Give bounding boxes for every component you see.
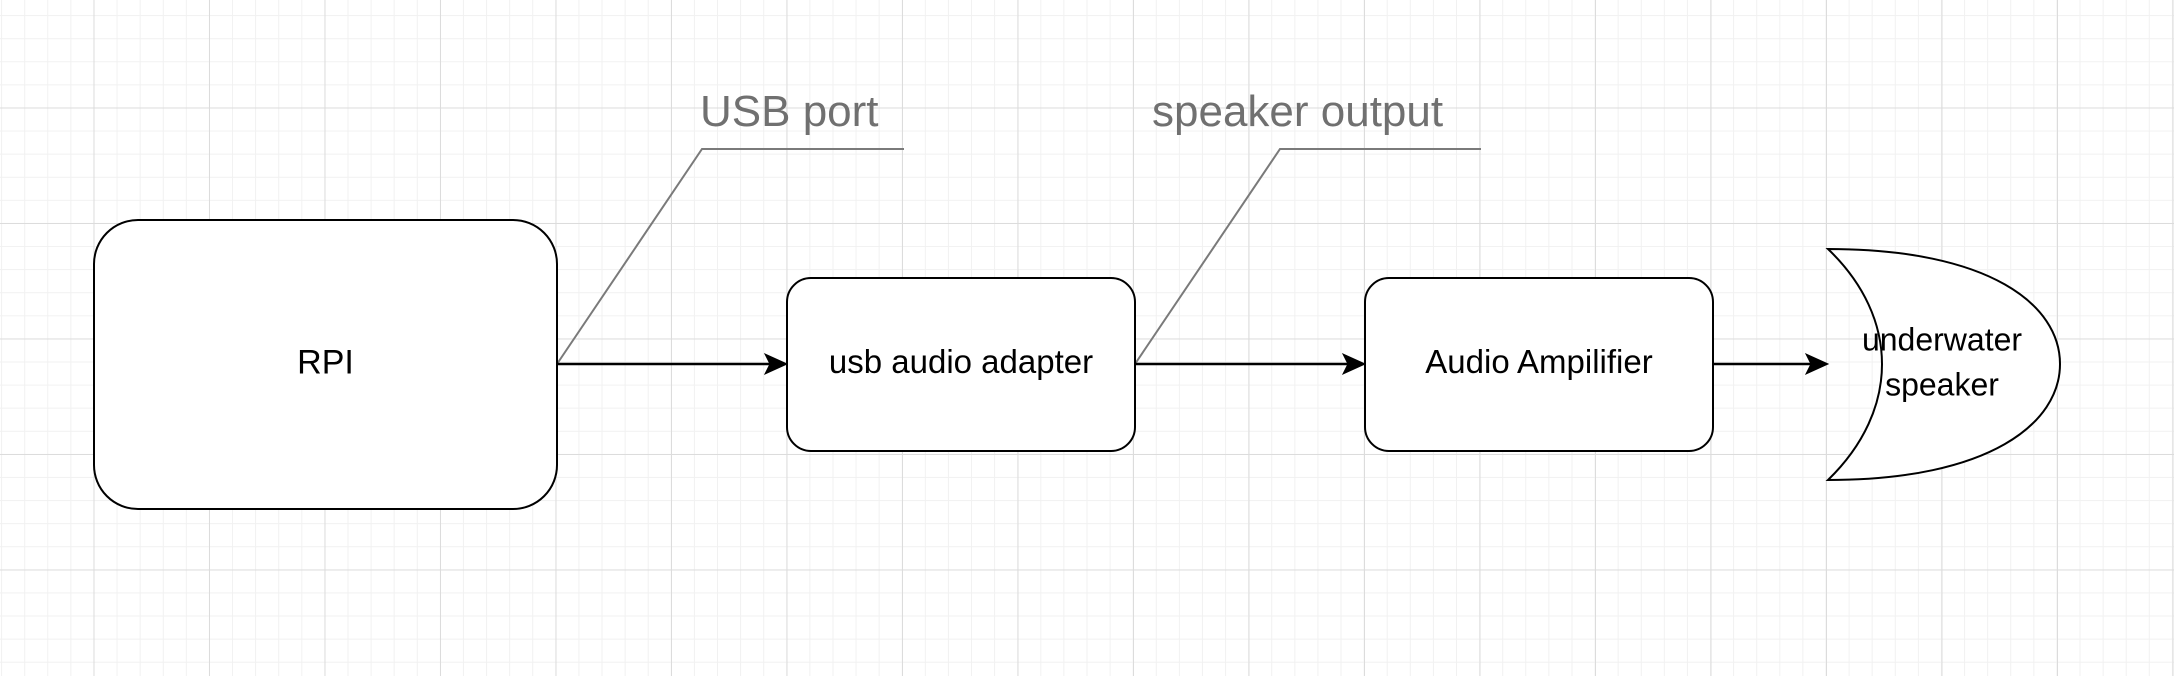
node-audio-amplifier-label: Audio Ampilifier xyxy=(1425,343,1652,380)
callout-speaker-output-label: speaker output xyxy=(1152,87,1443,136)
node-rpi-label: RPI xyxy=(297,343,354,381)
node-underwater-speaker-shape xyxy=(1825,247,2062,482)
node-rpi-shape xyxy=(93,219,558,510)
node-rpi[interactable]: RPI xyxy=(93,219,558,510)
node-usb-audio-adapter[interactable]: usb audio adapter xyxy=(786,277,1136,452)
callout-usb-port[interactable]: USB port xyxy=(556,87,904,365)
callout-speaker-output[interactable]: speaker output xyxy=(1134,87,1481,365)
callout-usb-port-label: USB port xyxy=(700,87,879,136)
node-audio-amplifier[interactable]: Audio Ampilifier xyxy=(1364,277,1714,452)
edge-amplifier-to-speaker[interactable] xyxy=(1713,352,1830,376)
node-usb-audio-adapter-shape xyxy=(786,277,1136,452)
node-underwater-speaker-label-line2: speaker xyxy=(1885,366,1999,402)
callout-speaker-output-leader xyxy=(1134,148,1481,365)
edge-rpi-to-adapter[interactable] xyxy=(557,352,789,376)
node-underwater-speaker[interactable]: underwater speaker xyxy=(1825,247,2062,482)
node-audio-amplifier-shape xyxy=(1364,277,1714,452)
arrowhead-icon xyxy=(1804,352,1830,376)
node-usb-audio-adapter-label: usb audio adapter xyxy=(829,343,1093,380)
arrowhead-icon xyxy=(763,352,789,376)
node-underwater-speaker-label-line1: underwater xyxy=(1862,321,2022,357)
edge-adapter-to-amplifier[interactable] xyxy=(1135,352,1367,376)
arrowhead-icon xyxy=(1341,352,1367,376)
callout-usb-port-leader xyxy=(556,148,904,365)
